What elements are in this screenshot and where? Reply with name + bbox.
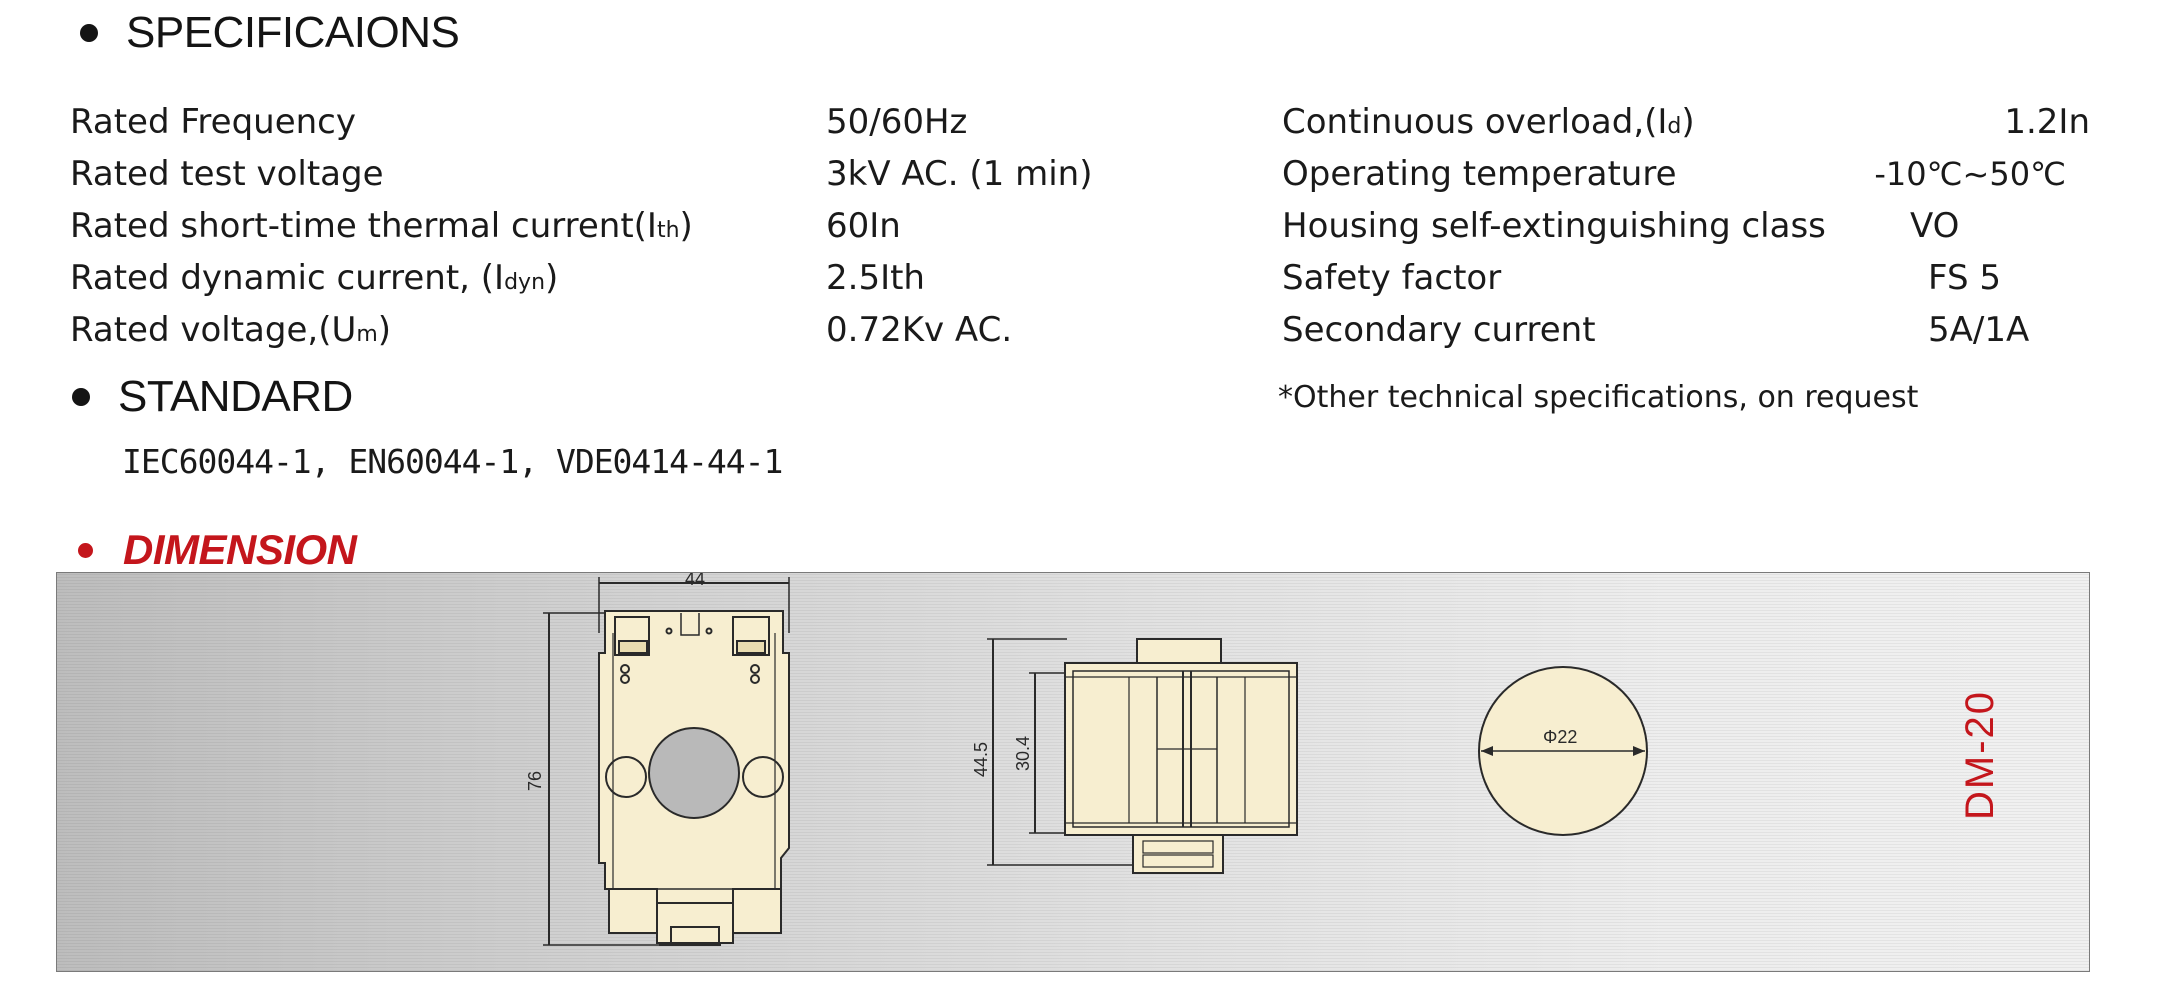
spec-value: 2.5Ith: [826, 252, 925, 304]
spec-label: Rated test voltage: [70, 154, 384, 194]
spec-label-end: ): [377, 310, 392, 350]
bullet-icon: [72, 388, 90, 406]
side-view: [987, 638, 1298, 874]
spec-value-text: FS 5: [1928, 258, 2001, 298]
dimension-drawing-panel: 44 76: [56, 569, 2090, 972]
spec-label-end: ): [1681, 102, 1695, 142]
spec-label: Safety factor: [1282, 258, 1502, 298]
spec-value: 5A/1A: [1928, 304, 2029, 356]
spec-label: Rated dynamic current, (I: [70, 258, 505, 298]
spec-value-text: 1.2In: [2004, 102, 2090, 142]
spec-row: Operating temperature: [1282, 148, 1677, 200]
spec-value: 50/60Hz: [826, 96, 967, 148]
left-boss: [605, 756, 647, 798]
side-outer-dimension-label: 44.5: [971, 742, 991, 777]
spec-label-subscript: dyn: [504, 270, 546, 295]
spec-value: 60In: [826, 200, 901, 252]
spec-value-text: 60In: [826, 206, 901, 246]
right-boss: [742, 756, 784, 798]
spec-value-text: 50/60Hz: [826, 102, 968, 142]
spec-label-end: ): [545, 258, 559, 298]
spec-label: Rated Frequency: [70, 102, 356, 142]
side-inner-dimension-label: 30.4: [1013, 736, 1033, 771]
spec-value-text: 5A/1A: [1928, 310, 2030, 350]
bullet-icon: [78, 542, 93, 558]
spec-label: Operating temperature: [1282, 154, 1677, 194]
model-label: DM-20: [1958, 689, 2002, 820]
dimension-drawing: 44 76: [525, 569, 1648, 946]
height-dimension-label: 76: [525, 771, 545, 791]
center-hole: [648, 727, 740, 819]
spec-value-text: 2.5Ith: [826, 258, 925, 298]
spec-row: Rated voltage,(Um): [70, 304, 391, 356]
dimension-title: DIMENSION: [123, 526, 357, 573]
spec-label-subscript: m: [356, 322, 378, 347]
standard-title: STANDARD: [118, 372, 353, 421]
dimension-heading: DIMENSION: [78, 526, 357, 574]
spec-value: VO: [1910, 200, 1959, 252]
spec-row: Rated short-time thermal current(Ith): [70, 200, 693, 252]
spec-label-subscript: th: [656, 218, 680, 243]
spec-value-text: VO: [1910, 206, 1960, 246]
spec-value: 3kV AC. (1 min): [826, 148, 1093, 200]
standards-list: IEC60044-1, EN60044-1, VDE0414-44-1: [122, 442, 783, 481]
spec-row: Continuous overload,(Id): [1282, 96, 1695, 148]
spec-row: Rated Frequency: [70, 96, 356, 148]
spec-value: -10℃~50℃: [1874, 148, 2066, 200]
spec-row: Safety factor: [1282, 252, 1501, 304]
specifications-title: SPECIFICAIONS: [126, 8, 460, 57]
bullet-icon: [80, 24, 98, 42]
spec-label: Continuous overload,(I: [1282, 102, 1668, 142]
spec-value-text: 0.72Kv AC.: [826, 310, 1013, 350]
spec-row: Secondary current: [1282, 304, 1596, 356]
hole-view: [1478, 666, 1648, 836]
spec-label: Rated voltage,(U: [70, 310, 357, 350]
standard-heading: STANDARD: [72, 372, 353, 422]
request-note: *Other technical specifications, on requ…: [1278, 380, 1919, 415]
spec-value-text: 3kV AC. (1 min): [826, 154, 1093, 194]
width-dimension-label: 44: [685, 573, 705, 589]
front-view: [543, 577, 790, 946]
spec-value: 1.2In: [2004, 96, 2090, 148]
spec-row: Rated dynamic current, (Idyn): [70, 252, 558, 304]
spec-value-text: -10℃~50℃: [1874, 155, 2066, 193]
spec-row: Housing self-extinguishing class: [1282, 200, 1826, 252]
spec-label-subscript: d: [1667, 114, 1682, 139]
specifications-heading: SPECIFICAIONS: [80, 8, 460, 58]
spec-label-end: ): [679, 206, 693, 246]
hole-diameter-label: Φ22: [1543, 727, 1577, 747]
spec-label: Secondary current: [1282, 310, 1596, 350]
spec-label: Housing self-extinguishing class: [1282, 206, 1826, 246]
spec-value: 0.72Kv AC.: [826, 304, 1012, 356]
spec-row: Rated test voltage: [70, 148, 384, 200]
spec-value: FS 5: [1928, 252, 2001, 304]
spec-label: Rated short-time thermal current(I: [70, 206, 657, 246]
